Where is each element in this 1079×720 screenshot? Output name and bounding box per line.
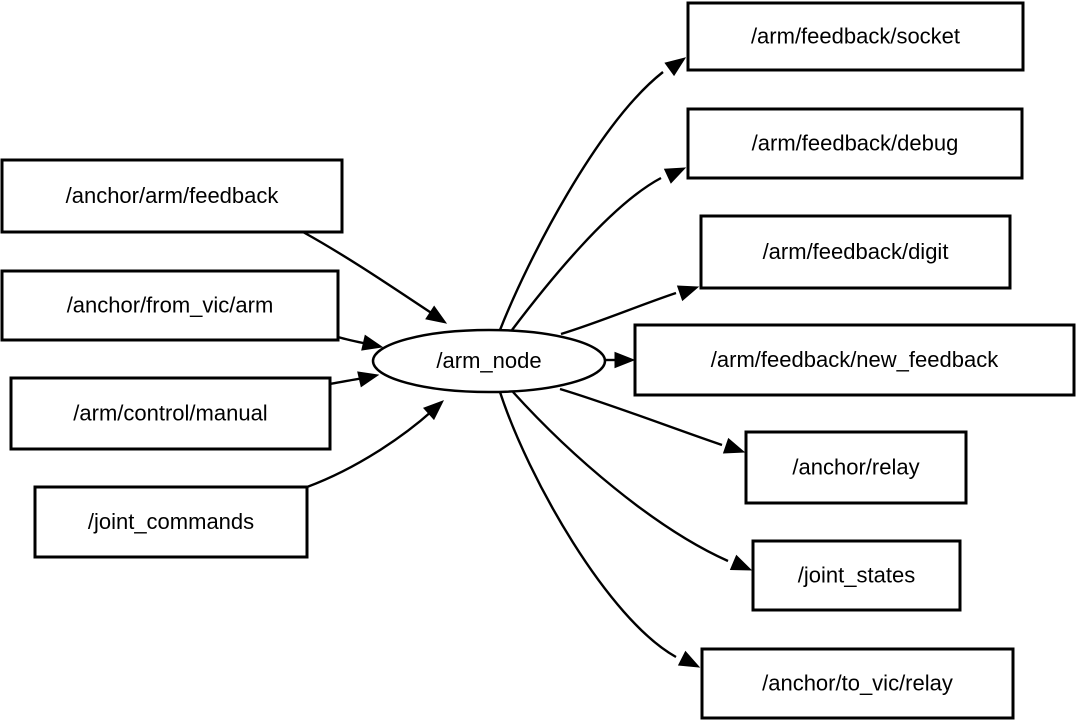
topic-node-box[interactable] [9,376,332,451]
graph-edge [498,57,687,331]
graph-edge [337,334,384,351]
topic-node-arm_control_manual[interactable]: /arm/control/manual [9,376,332,451]
edge-line [512,391,729,563]
topic-node-label: /arm/control/manual [73,400,267,425]
edge-line [498,391,677,659]
topic-node-label: /anchor/relay [792,454,919,479]
edge-arrowhead-icon [722,437,746,454]
edge-line [498,71,664,331]
graph-edge [511,167,687,331]
edge-line [302,230,437,318]
edge-arrowhead-icon [422,400,445,421]
graph-edge [498,391,701,668]
topic-node-label: /arm/feedback/digit [763,239,949,264]
edge-arrowhead-icon [676,285,700,302]
topic-node-joint_commands[interactable]: /joint_commands [33,485,309,559]
edge-arrowhead-icon [614,351,636,369]
topic-node-anchor_from_vic_arm[interactable]: /anchor/from_vic/arm [0,269,340,342]
topic-node-arm_feedback_new_feedback[interactable]: /arm/feedback/new_feedback [633,323,1076,397]
topic-node-box[interactable] [633,323,1076,397]
topic-node-label: /anchor/to_vic/relay [762,670,953,695]
edge-line [511,176,662,331]
edge-arrowhead-icon [729,554,753,571]
topic-node-box[interactable] [686,1,1025,72]
edges-layer [302,57,753,668]
graph-edge [512,391,753,571]
topic-node-label: /joint_states [798,562,915,587]
edge-arrowhead-icon [357,371,380,388]
ros-node-ellipse[interactable] [371,328,607,394]
topic-node-box[interactable] [0,269,340,342]
topic-node-label: /arm/feedback/new_feedback [711,347,999,372]
topic-node-label: /arm/feedback/debug [752,130,959,155]
topic-node-anchor_to_vic_relay[interactable]: /anchor/to_vic/relay [700,647,1015,720]
topic-node-box[interactable] [686,107,1024,180]
edge-arrowhead-icon [425,305,448,324]
topic-node-box[interactable] [699,214,1012,290]
graph-edge [329,371,380,388]
topic-node-label: /arm/feedback/socket [751,23,960,48]
topic-node-box[interactable] [0,158,344,234]
topic-node-box[interactable] [33,485,309,559]
edge-arrowhead-icon [663,167,687,184]
topic-node-label: /anchor/arm/feedback [66,183,280,208]
edge-line [306,410,433,489]
edge-arrowhead-icon [677,650,701,668]
edge-line [560,291,677,336]
graph-edge [560,285,700,336]
edge-arrowhead-icon [664,57,687,77]
topic-node-box[interactable] [700,647,1015,720]
topic-node-arm_feedback_debug[interactable]: /arm/feedback/debug [686,107,1024,180]
topic-node-joint_states[interactable]: /joint_states [751,539,962,612]
topic-node-anchor_relay[interactable]: /anchor/relay [744,430,968,505]
topic-node-arm_feedback_socket[interactable]: /arm/feedback/socket [686,1,1025,72]
graph-edge [605,351,636,369]
graph-edge [302,230,448,324]
edge-line [559,387,723,447]
edge-arrowhead-icon [361,334,384,351]
topic-node-box[interactable] [751,539,962,612]
topic-node-label: /joint_commands [88,509,254,534]
topic-node-label: /anchor/from_vic/arm [67,292,274,317]
graph-edge [559,387,746,454]
topic-node-anchor_arm_feedback[interactable]: /anchor/arm/feedback [0,158,344,234]
graph-edge [306,400,445,489]
ros-node-arm_node[interactable]: /arm_node [371,328,607,394]
topic-node-box[interactable] [744,430,968,505]
ros-node-label: /arm_node [436,348,541,373]
topic-node-arm_feedback_digit[interactable]: /arm/feedback/digit [699,214,1012,290]
